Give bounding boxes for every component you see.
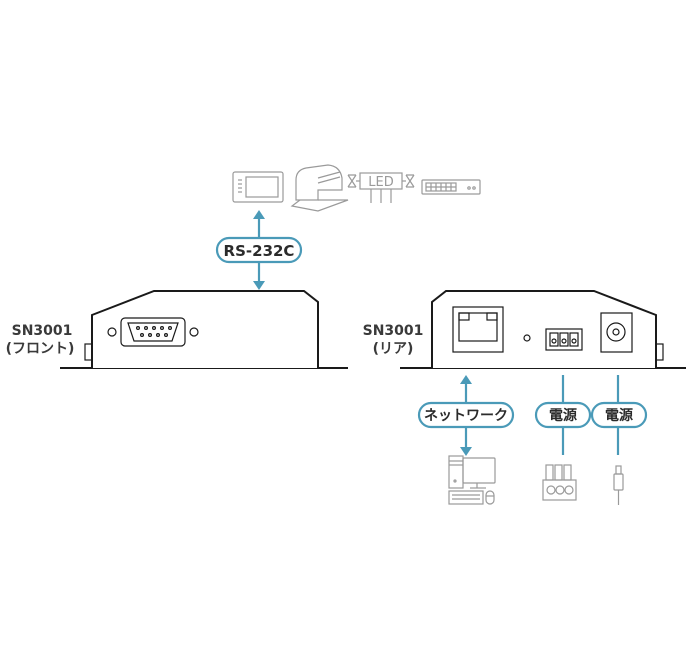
rear-side-label: (リア) (373, 341, 414, 357)
keyboard-icon (448, 490, 484, 505)
network-label: ネットワーク (424, 408, 508, 424)
rear-model-label: SN3001 (363, 323, 424, 339)
arrow-down-icon (253, 281, 265, 290)
front-unit (60, 290, 348, 369)
switch-icon (421, 179, 481, 195)
power-connection-dc: 電源 (590, 375, 648, 455)
printer-icon (290, 164, 349, 212)
arrow-up-icon (253, 210, 265, 219)
led-text: LED (368, 175, 393, 190)
rs232c-connection: RS-232C (215, 210, 303, 290)
rs232c-label: RS-232C (224, 242, 295, 260)
rj45-port-icon (452, 306, 504, 353)
dc-plug-icon (613, 465, 624, 505)
mouse-icon (485, 490, 495, 505)
terminal-block-icon (542, 464, 577, 501)
led-sign-icon: LED (347, 172, 415, 203)
front-model-label: SN3001 (12, 323, 73, 339)
terminal-block-port-icon (545, 328, 583, 351)
computer-icon (448, 455, 496, 505)
network-connection: ネットワーク (417, 375, 515, 456)
front-side-label: (フロント) (6, 341, 75, 357)
arrow-down-icon (460, 447, 472, 456)
power-label-2: 電源 (605, 407, 633, 424)
touch-panel-icon (232, 171, 284, 203)
db9-port-icon (120, 317, 186, 347)
power-label-1: 電源 (549, 407, 577, 424)
arrow-up-icon (460, 375, 472, 384)
led-indicator-icon (523, 334, 531, 342)
rear-unit (400, 290, 686, 369)
power-connection-terminal: 電源 (534, 375, 592, 455)
dc-jack-port-icon (600, 312, 633, 353)
